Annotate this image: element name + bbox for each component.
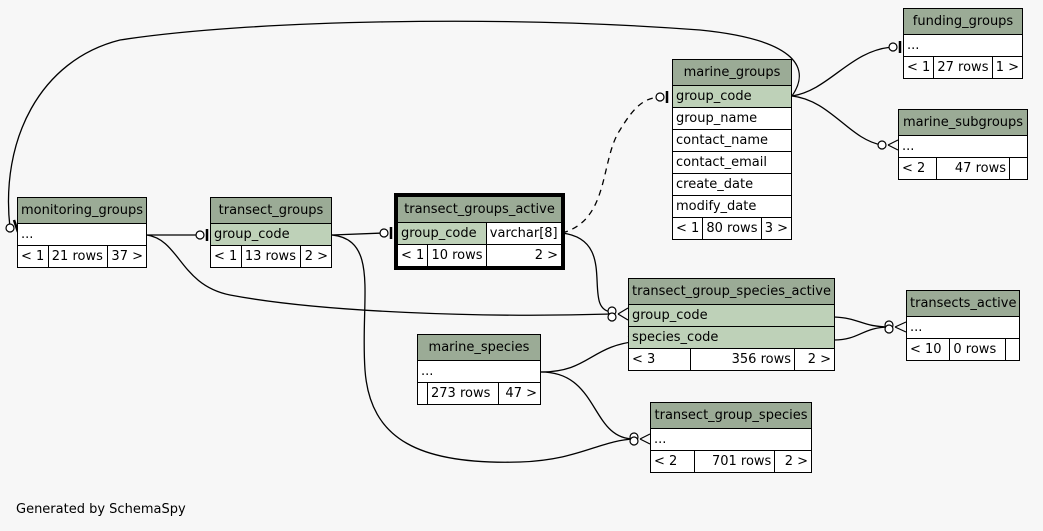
column-row: ... (905, 316, 1021, 339)
parents-count: < 2 (897, 157, 938, 180)
row-count: 273 rows (426, 382, 500, 405)
column-row: ... (898, 135, 1028, 158)
column-row: ... (650, 428, 812, 451)
edge-marine-monitoring (7, 20, 800, 229)
row-count: 356 rows (690, 348, 795, 371)
column-group-name: group_name (672, 107, 792, 130)
optional-marker (5, 223, 15, 233)
edge-tga-marine (561, 96, 661, 234)
table-title: transect_group_species_active (628, 278, 835, 305)
row-count: 27 rows (933, 56, 993, 79)
children-count: 47 > (498, 382, 541, 405)
column-contact-email: contact_email (672, 151, 792, 174)
children-count: 2 > (794, 348, 835, 371)
table-title: transect_group_species (650, 402, 812, 429)
edge-tg-tgs (331, 234, 636, 463)
edge-tga-tgsa (561, 232, 613, 313)
crowfoot-marker (617, 307, 629, 321)
parents-count: < 1 (902, 56, 935, 79)
edge-marine-funding (791, 46, 894, 97)
row-count: 13 rows (240, 245, 302, 268)
parents-count: < 1 (671, 217, 704, 240)
edge-monitoring-tgsa (146, 234, 613, 316)
table-monitoring-groups[interactable]: monitoring_groups ... < 1 21 rows 37 > (17, 197, 148, 268)
column-modify-date: modify_date (672, 195, 792, 218)
table-title: transect_groups (210, 197, 332, 224)
row-count: 0 rows (949, 338, 1007, 361)
table-title: funding_groups (903, 8, 1023, 35)
optional-marker (607, 312, 617, 322)
column-row: ... (417, 360, 541, 383)
table-title: marine_species (417, 334, 541, 361)
table-transects-active[interactable]: transects_active ... < 10 0 rows (905, 290, 1021, 361)
column-contact-name: contact_name (672, 129, 792, 152)
children-count: 37 > (106, 245, 148, 268)
table-transect-group-species-active[interactable]: transect_group_species_active group_code… (628, 278, 835, 371)
parents-count: < 1 (396, 244, 429, 267)
table-marine-species[interactable]: marine_species ... 273 rows 47 > (417, 334, 541, 405)
table-title: marine_subgroups (898, 109, 1028, 136)
column-group-code: group_code (397, 222, 487, 245)
children-count: 3 > (760, 217, 793, 240)
parents-count: < 1 (210, 245, 242, 268)
table-funding-groups[interactable]: funding_groups ... < 1 27 rows 1 > (902, 8, 1024, 79)
row-count: 80 rows (702, 217, 762, 240)
children-count (1009, 157, 1028, 180)
children-count: 1 > (991, 56, 1024, 79)
column-group-code: group_code (672, 85, 792, 108)
row-count: 701 rows (693, 450, 776, 473)
children-count: 2 > (300, 245, 332, 268)
crowfoot-marker (887, 139, 899, 151)
crowfoot-marker (639, 433, 651, 445)
optional-marker (655, 92, 665, 102)
table-transect-group-species[interactable]: transect_group_species ... < 2 701 rows … (650, 402, 812, 473)
row-count: 47 rows (936, 157, 1010, 180)
column-row: ... (903, 34, 1023, 57)
generated-by-label: Generated by SchemaSpy (16, 502, 186, 517)
column-row: ... (17, 223, 147, 246)
column-group-code: group_code (628, 304, 835, 327)
column-species-code: species_code (628, 326, 835, 349)
optional-marker (629, 436, 639, 446)
table-title: transect_groups_active (397, 196, 562, 223)
row-count: 10 rows (427, 244, 487, 267)
children-count: 2 > (485, 244, 563, 267)
edge-tg-tga (331, 232, 385, 236)
parents-count: < 3 (628, 348, 691, 371)
optional-marker (379, 228, 389, 238)
optional-marker (884, 324, 894, 334)
table-title: transects_active (905, 290, 1021, 317)
parents-count: < 1 (17, 245, 49, 268)
table-title: monitoring_groups (17, 197, 147, 224)
edge-tgsa-ta-2 (833, 326, 891, 341)
column-create-date: create_date (672, 173, 792, 196)
table-transect-groups[interactable]: transect_groups group_code < 1 13 rows 2… (210, 197, 332, 268)
parents-count (417, 382, 428, 405)
parents-count: < 2 (650, 450, 695, 473)
children-count: 2 > (774, 450, 812, 473)
edge-marine-subgroups (791, 95, 883, 146)
column-type: varchar[8] (485, 222, 563, 245)
optional-marker (877, 140, 887, 150)
crowfoot-marker (894, 321, 907, 333)
row-count: 21 rows (47, 245, 108, 268)
parents-count: < 10 (905, 338, 951, 361)
edge-tgsa-ta-1 (833, 316, 891, 328)
table-transect-groups-active[interactable]: transect_groups_active group_code varcha… (394, 193, 565, 270)
optional-marker (888, 42, 898, 52)
table-marine-groups[interactable]: marine_groups group_code group_name cont… (671, 59, 793, 240)
edge-species-tgsa (540, 340, 641, 373)
edge-species-tgs (540, 371, 636, 440)
table-marine-subgroups[interactable]: marine_subgroups ... < 2 47 rows (897, 109, 1028, 180)
table-title: marine_groups (672, 59, 792, 86)
column-group-code: group_code (210, 223, 332, 246)
optional-marker (195, 230, 205, 240)
children-count (1005, 338, 1021, 361)
